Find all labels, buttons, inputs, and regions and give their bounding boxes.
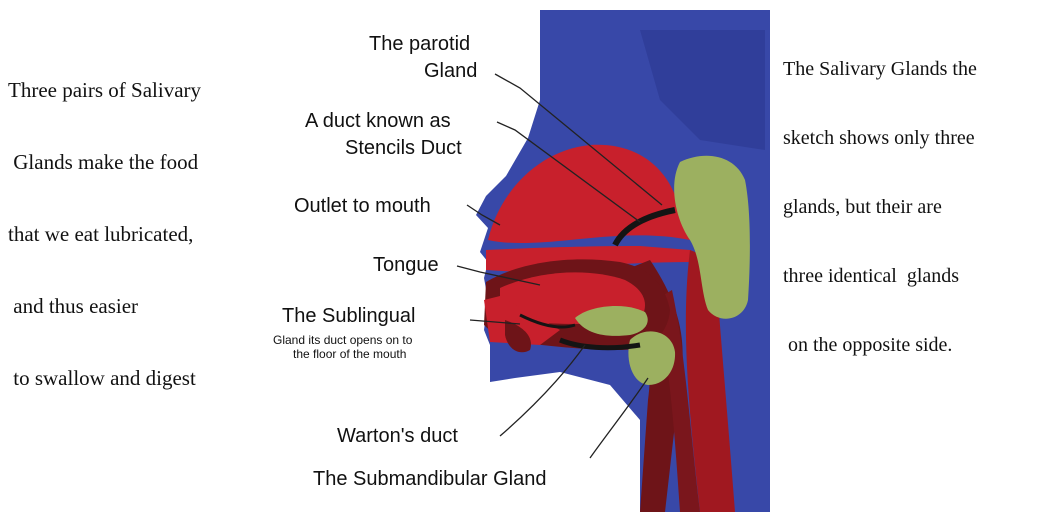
right-note: The Salivary Glands the sketch shows onl… [783,12,977,380]
right-note-line: on the opposite side. [783,334,977,357]
label-sublingual-note-line1: Gland its duct opens on to [273,333,412,347]
left-note-line: Glands make the food [8,150,201,174]
label-duct-line2: Stencils Duct [345,137,462,159]
right-note-line: The Salivary Glands the [783,58,977,81]
label-sublingual: The Sublingual [282,305,415,327]
right-note-line: sketch shows only three [783,127,977,150]
left-note-line: that we eat lubricated, [8,222,201,246]
label-submandibular: The Submandibular Gland [313,468,546,490]
right-note-line: three identical glands [783,265,977,288]
left-note-line: to swallow and digest [8,366,201,390]
right-note-line: glands, but their are [783,196,977,219]
label-wartons-duct: Warton's duct [337,425,458,447]
left-note: Three pairs of Salivary Glands make the … [8,30,201,414]
label-duct-line1: A duct known as [305,110,451,132]
label-parotid-line2: Gland [424,60,477,82]
label-parotid-line1: The parotid [369,33,470,55]
label-outlet: Outlet to mouth [294,195,431,217]
left-note-line: Three pairs of Salivary [8,78,201,102]
label-sublingual-note-line2: the floor of the mouth [293,347,406,361]
label-tongue: Tongue [373,254,439,276]
left-note-line: and thus easier [8,294,201,318]
